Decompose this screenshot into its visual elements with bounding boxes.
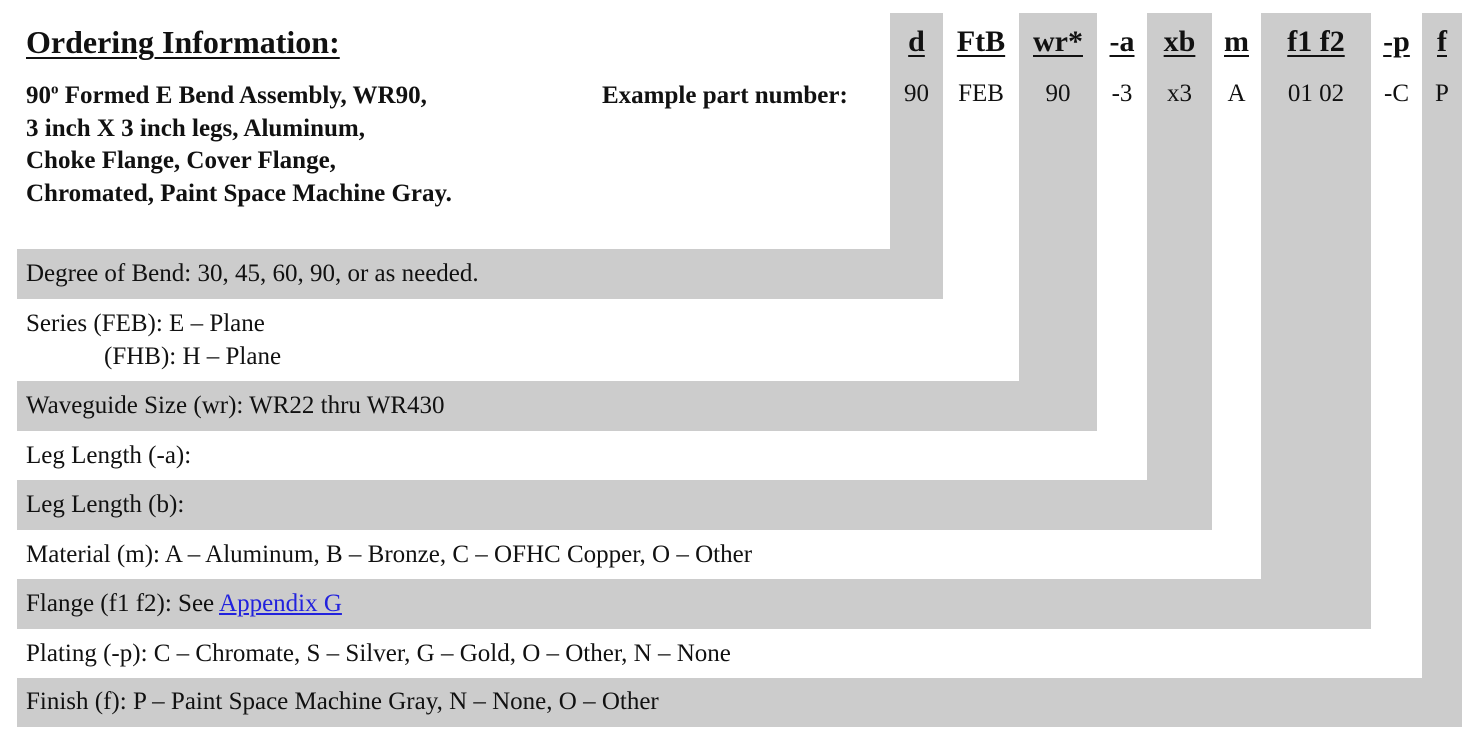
value-a: -3 bbox=[1111, 80, 1133, 107]
value-ftb: FEB bbox=[958, 80, 1004, 107]
row-material: Material (m): A – Aluminum, B – Bronze, … bbox=[26, 541, 753, 568]
header-f1f2: f1 f2 bbox=[1287, 25, 1345, 58]
description-line-1: 90o Formed E Bend Assembly, WR90, bbox=[26, 81, 427, 109]
row-degree-of-bend: Degree of Bend: 30, 45, 60, 90, or as ne… bbox=[26, 260, 479, 287]
header-a: -a bbox=[1109, 25, 1135, 58]
row-shade-flange bbox=[17, 579, 1371, 629]
header-xb: xb bbox=[1163, 25, 1196, 58]
value-wr: 90 bbox=[1045, 80, 1071, 107]
value-m: A bbox=[1227, 80, 1246, 107]
row-shade-degree bbox=[17, 249, 943, 299]
row-finish: Finish (f): P – Paint Space Machine Gray… bbox=[26, 688, 659, 715]
row-series-fhb: (FHB): H – Plane bbox=[104, 343, 282, 370]
header-d: d bbox=[908, 25, 925, 58]
value-f: P bbox=[1435, 80, 1449, 107]
column-shade-f1f2 bbox=[1261, 13, 1371, 629]
description-line-4: Chromated, Paint Space Machine Gray. bbox=[26, 179, 452, 207]
header-f: f bbox=[1437, 25, 1447, 58]
column-shade-wr bbox=[1019, 13, 1097, 431]
appendix-g-link[interactable]: Appendix G bbox=[219, 590, 342, 617]
row-waveguide-size: Waveguide Size (wr): WR22 thru WR430 bbox=[26, 392, 445, 419]
header-ftb: FtB bbox=[956, 25, 1006, 58]
row-shade-leg-b bbox=[17, 480, 1212, 530]
header-p: -p bbox=[1383, 25, 1410, 58]
header-m: m bbox=[1224, 25, 1249, 58]
column-shade-xb bbox=[1147, 13, 1212, 530]
row-leg-length-b: Leg Length (b): bbox=[26, 491, 185, 518]
header-wr: wr* bbox=[1033, 25, 1083, 58]
row-leg-length-a: Leg Length (-a): bbox=[26, 442, 192, 469]
row-series-feb: Series (FEB): E – Plane bbox=[26, 310, 265, 337]
page-title: Ordering Information: bbox=[26, 24, 340, 60]
column-shade-f bbox=[1422, 13, 1462, 727]
row-flange: Flange (f1 f2): See Appendix G bbox=[26, 588, 342, 620]
description-line-2: 3 inch X 3 inch legs, Aluminum, bbox=[26, 114, 365, 142]
row-shade-waveguide bbox=[17, 381, 1097, 431]
example-part-number-label: Example part number: bbox=[602, 82, 848, 109]
value-f1f2: 01 02 bbox=[1287, 80, 1345, 107]
value-xb: x3 bbox=[1167, 80, 1192, 107]
description-line-3: Choke Flange, Cover Flange, bbox=[26, 147, 336, 174]
example-description: 90o Formed E Bend Assembly, WR90, 3 inch… bbox=[26, 80, 452, 210]
row-shade-finish bbox=[17, 678, 1462, 727]
value-d: 90 bbox=[904, 80, 929, 107]
row-plating: Plating (-p): C – Chromate, S – Silver, … bbox=[26, 640, 731, 667]
value-p: -C bbox=[1384, 80, 1409, 107]
flange-label: Flange (f1 f2): See bbox=[26, 590, 220, 617]
